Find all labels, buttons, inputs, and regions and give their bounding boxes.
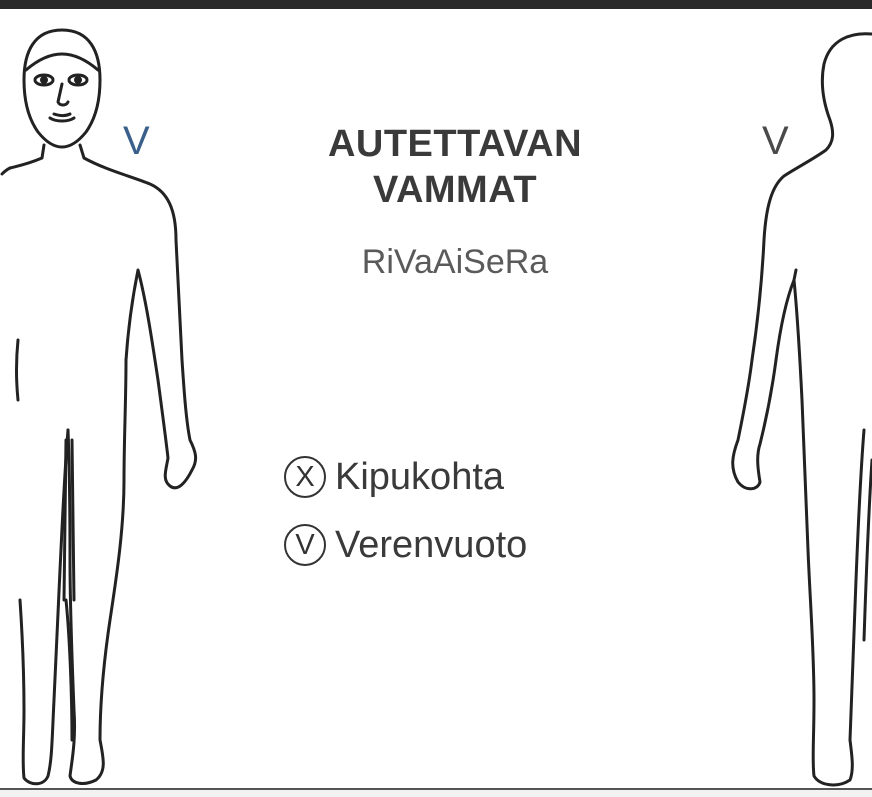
body-figure-front[interactable] (0, 0, 230, 795)
circled-v-icon: V (284, 524, 326, 566)
title-line-2: VAMMAT (240, 167, 670, 213)
diagram-title: AUTETTAVAN VAMMAT (240, 121, 670, 213)
legend-item-bleeding: V Verenvuoto (284, 515, 527, 575)
legend: X Kipukohta V Verenvuoto (284, 447, 527, 583)
circled-x-icon: X (284, 456, 326, 498)
body-figure-back[interactable] (700, 0, 872, 795)
frame-bottom-border (0, 788, 872, 797)
front-side-marker: V (123, 121, 150, 161)
legend-item-pain: X Kipukohta (284, 447, 527, 507)
title-line-1: AUTETTAVAN (240, 121, 670, 167)
legend-label-bleeding: Verenvuoto (335, 524, 527, 567)
diagram-subtitle: RiVaAiSeRa (240, 243, 670, 282)
legend-label-pain: Kipukohta (335, 456, 504, 499)
